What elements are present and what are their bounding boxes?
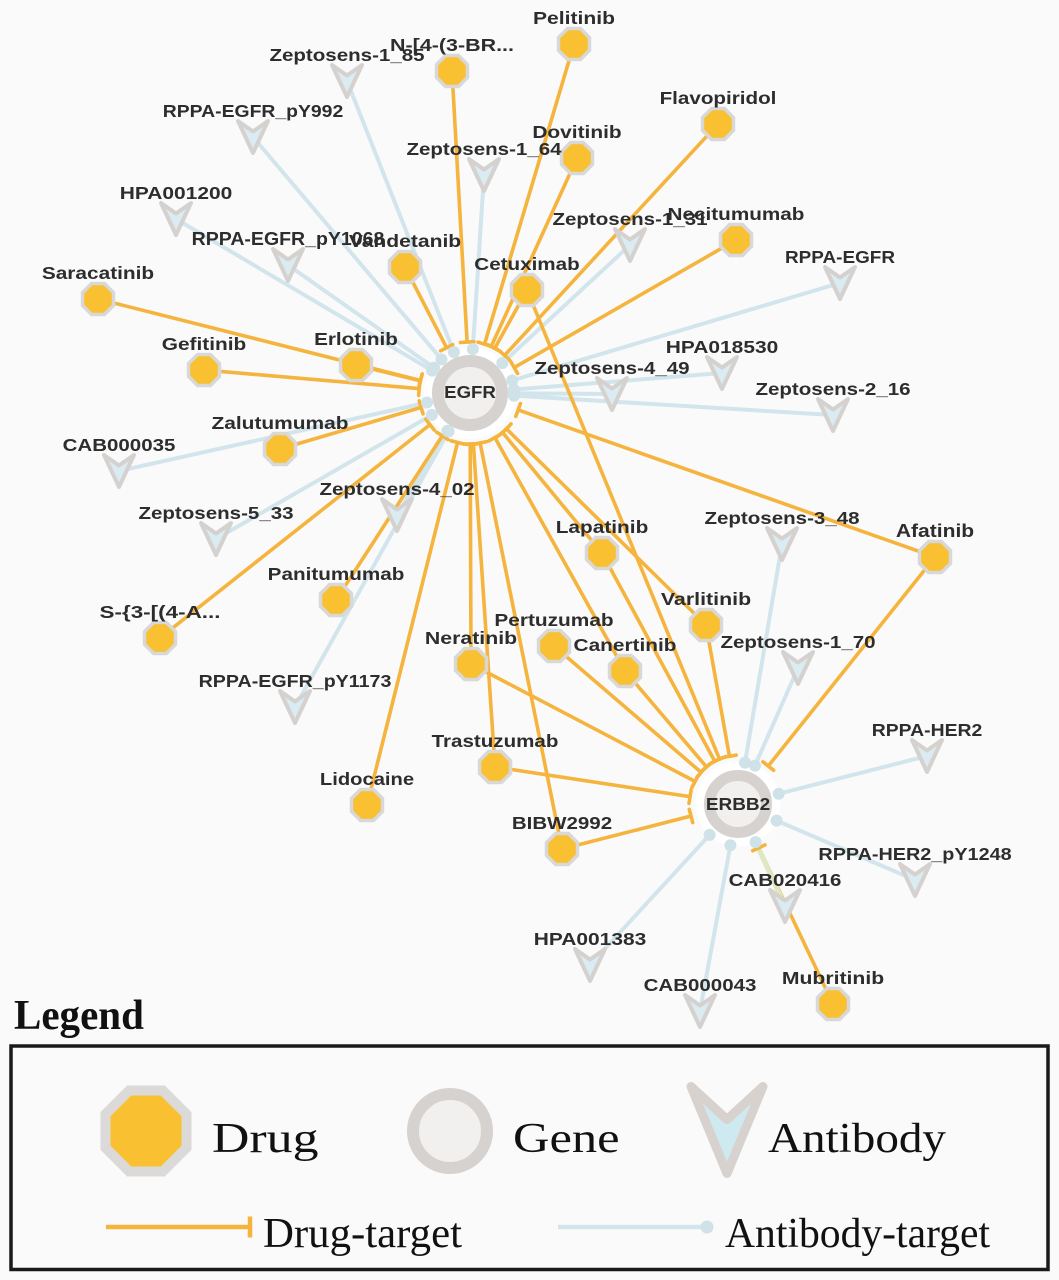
svg-text:Lidocaine: Lidocaine (320, 770, 414, 790)
svg-text:Afatinib: Afatinib (896, 521, 974, 541)
svg-text:RPPA-EGFR: RPPA-EGFR (785, 246, 895, 266)
svg-text:HPA001383: HPA001383 (534, 929, 647, 949)
svg-text:BIBW2992: BIBW2992 (512, 814, 612, 834)
svg-text:Vandetanib: Vandetanib (349, 231, 461, 251)
svg-text:Drug: Drug (212, 1115, 318, 1161)
svg-text:Zeptosens-1_64: Zeptosens-1_64 (406, 140, 561, 160)
svg-text:RPPA-EGFR_pY992: RPPA-EGFR_pY992 (163, 101, 343, 121)
svg-text:Lapatinib: Lapatinib (556, 517, 649, 537)
svg-text:Zeptosens-4_02: Zeptosens-4_02 (319, 480, 474, 500)
svg-text:Zeptosens-1_70: Zeptosens-1_70 (720, 633, 875, 653)
svg-text:Gefitinib: Gefitinib (162, 334, 247, 354)
svg-text:Antibody: Antibody (768, 1114, 947, 1161)
svg-text:RPPA-HER2_pY1248: RPPA-HER2_pY1248 (818, 845, 1011, 865)
svg-text:HPA018530: HPA018530 (666, 337, 779, 357)
svg-text:Zeptosens-1_85: Zeptosens-1_85 (269, 46, 424, 66)
svg-text:Erlotinib: Erlotinib (314, 329, 398, 349)
svg-text:CAB000043: CAB000043 (644, 976, 757, 996)
svg-text:Drug-target: Drug-target (263, 1210, 462, 1257)
svg-text:Varlitinib: Varlitinib (661, 590, 751, 610)
svg-text:Pertuzumab: Pertuzumab (494, 610, 613, 630)
svg-text:Cetuximab: Cetuximab (474, 254, 580, 274)
svg-text:RPPA-HER2: RPPA-HER2 (872, 720, 982, 740)
svg-text:Zalutumumab: Zalutumumab (211, 413, 348, 433)
svg-text:CAB000035: CAB000035 (63, 436, 176, 456)
svg-text:N-[4-(3-BR...: N-[4-(3-BR... (390, 36, 514, 56)
svg-text:Neratinib: Neratinib (425, 628, 517, 648)
svg-text:Pelitinib: Pelitinib (533, 8, 615, 28)
svg-text:Mubritinib: Mubritinib (782, 968, 884, 988)
svg-text:Canertinib: Canertinib (574, 635, 677, 655)
svg-text:Legend: Legend (14, 992, 144, 1039)
svg-text:Zeptosens-1_31: Zeptosens-1_31 (552, 210, 707, 230)
svg-text:RPPA-EGFR_pY1173: RPPA-EGFR_pY1173 (199, 671, 392, 691)
svg-text:Flavopiridol: Flavopiridol (660, 88, 777, 108)
svg-text:Zeptosens-2_16: Zeptosens-2_16 (755, 380, 910, 400)
svg-text:S-{3-[(4-A...: S-{3-[(4-A... (99, 603, 220, 622)
svg-text:Trastuzumab: Trastuzumab (432, 732, 559, 752)
svg-text:RPPA-EGFR_pY1068: RPPA-EGFR_pY1068 (192, 229, 385, 249)
svg-text:Zeptosens-4_49: Zeptosens-4_49 (534, 359, 689, 379)
svg-text:Saracatinib: Saracatinib (42, 263, 154, 283)
svg-text:Gene: Gene (513, 1116, 620, 1162)
svg-text:Zeptosens-3_48: Zeptosens-3_48 (704, 509, 859, 529)
svg-text:Zeptosens-5_33: Zeptosens-5_33 (138, 504, 293, 524)
svg-text:Panitumumab: Panitumumab (268, 564, 405, 584)
svg-text:Necitumumab: Necitumumab (668, 204, 805, 224)
svg-text:ERBB2: ERBB2 (706, 793, 770, 813)
svg-text:Antibody-target: Antibody-target (725, 1211, 990, 1257)
svg-text:EGFR: EGFR (444, 381, 496, 402)
svg-text:HPA001200: HPA001200 (120, 183, 233, 203)
svg-text:CAB020416: CAB020416 (729, 871, 842, 891)
svg-text:Dovitinib: Dovitinib (532, 122, 621, 142)
